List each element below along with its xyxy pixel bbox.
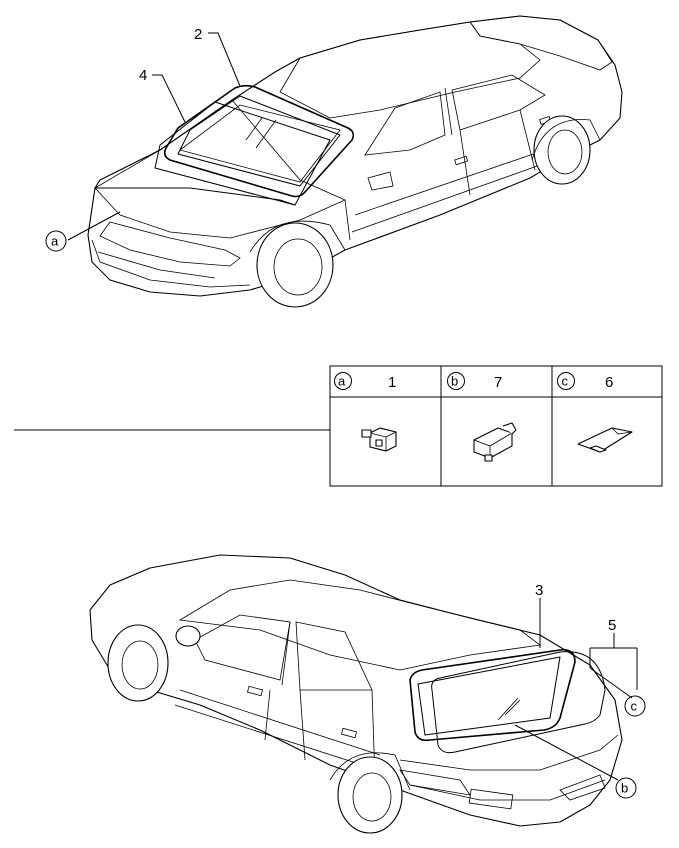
front-leader-lines [67,32,241,241]
front-windshield-seal [95,101,331,206]
clip-table: a 1 b 7 c 6 [14,365,663,487]
rear-window-seal [431,651,606,754]
table-part-7: 7 [494,374,502,391]
clip-c-icon [577,427,633,453]
part-label-5: 5 [608,617,616,634]
clip-a-icon [361,427,397,452]
table-part-1: 1 [388,374,396,391]
front-windshield-glass [163,84,355,198]
table-part-6: 6 [605,374,613,391]
clip-b-icon [473,422,517,462]
callout-b-rear: b [615,777,637,799]
part-label-3: 3 [535,582,543,599]
callout-letter-a: a [51,234,59,249]
rear-window-glass [409,648,576,742]
table-letter-a: a [338,374,346,389]
front-car-illustration [87,15,623,308]
part-label-4: 4 [139,67,147,84]
callout-letter-b: b [621,781,628,796]
part-label-2: 2 [194,26,202,43]
callout-c-rear: c [624,695,646,717]
table-letter-c: c [562,374,569,389]
rear-car-illustration [89,554,623,834]
table-letter-b: b [451,374,458,389]
callout-letter-c: c [631,699,638,714]
callout-a-front: a [45,230,67,252]
rear-leader-lines [514,598,638,781]
